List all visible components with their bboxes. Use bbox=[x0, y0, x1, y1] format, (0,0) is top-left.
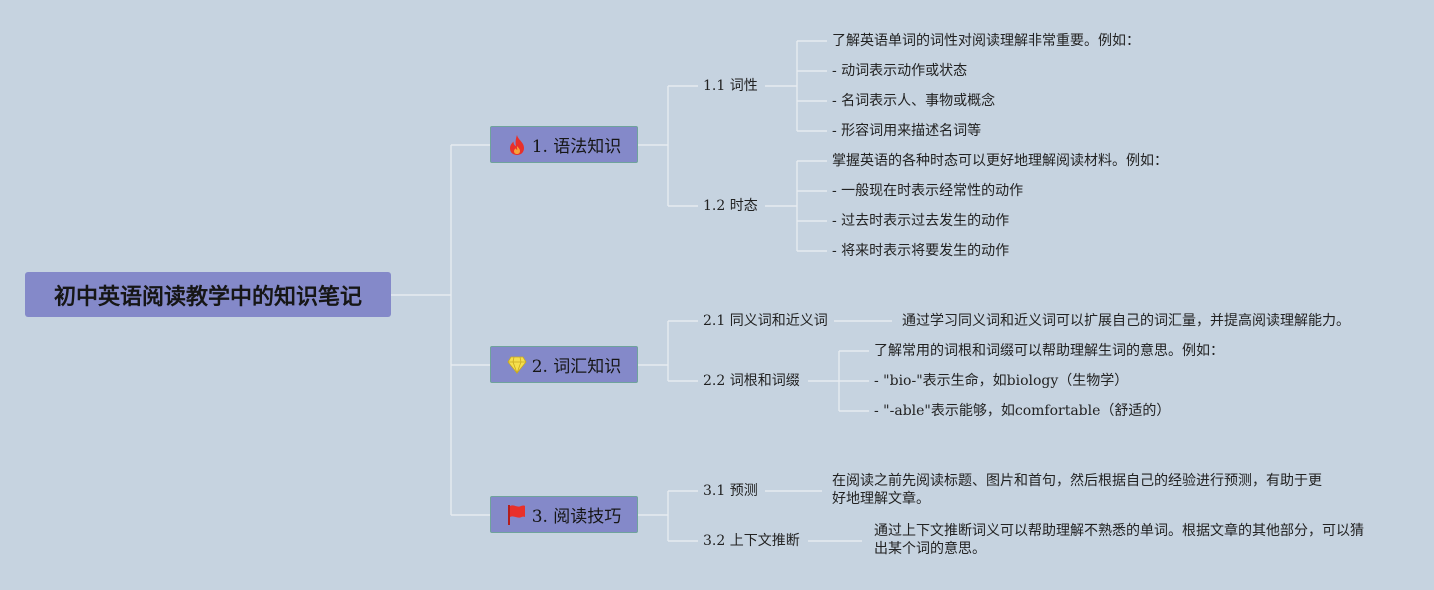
root-title: 初中英语阅读教学中的知识笔记 bbox=[53, 284, 362, 310]
branch-vocabulary[interactable]: 2. 词汇知识 bbox=[490, 346, 638, 383]
subtopic-1-2[interactable]: 1.2 时态 bbox=[703, 198, 758, 214]
leaf-1-1-2: - 动词表示动作或状态 bbox=[832, 63, 968, 79]
connector-b2-stem bbox=[638, 320, 698, 382]
connector-b2-c2 bbox=[808, 350, 869, 412]
leaf-2-1-1: 通过学习同义词和近义词可以扩展自己的词汇量，并提高阅读理解能力。 bbox=[902, 313, 1350, 329]
branch-grammar[interactable]: 1. 语法知识 bbox=[490, 126, 638, 163]
branch-reading-skills[interactable]: 3. 阅读技巧 bbox=[490, 496, 638, 533]
flag-icon bbox=[507, 504, 527, 526]
connector-b1-stem bbox=[638, 85, 698, 207]
branch-label: 2. 词汇知识 bbox=[531, 357, 622, 377]
leaf-3-2-1: 通过上下文推断词义可以帮助理解不熟悉的单词。根据文章的其他部分，可以猜出某个词的… bbox=[874, 523, 1364, 557]
leaf-1-2-1: 掌握英语的各种时态可以更好地理解阅读材料。例如： bbox=[832, 153, 1168, 169]
leaf-1-2-3: - 过去时表示过去发生的动作 bbox=[832, 213, 1010, 229]
leaf-2-2-2: - "bio-"表示生命，如biology（生物学） bbox=[874, 373, 1129, 389]
connector-b3-stem bbox=[638, 490, 698, 542]
root-node[interactable]: 初中英语阅读教学中的知识笔记 bbox=[25, 272, 391, 317]
subtopic-3-1[interactable]: 3.1 预测 bbox=[703, 483, 758, 499]
leaf-1-1-3: - 名词表示人、事物或概念 bbox=[832, 93, 996, 109]
leaf-3-1-1: 在阅读之前先阅读标题、图片和首句，然后根据自己的经验进行预测，有助于更好地理解文… bbox=[832, 473, 1322, 507]
subtopic-1-1[interactable]: 1.1 词性 bbox=[703, 78, 758, 94]
branch-label: 1. 语法知识 bbox=[531, 137, 622, 157]
leaf-1-1-4: - 形容词用来描述名词等 bbox=[832, 123, 982, 139]
leaf-1-2-2: - 一般现在时表示经常性的动作 bbox=[832, 183, 1024, 199]
subtopic-3-2[interactable]: 3.2 上下文推断 bbox=[703, 533, 800, 549]
leaf-1-2-4: - 将来时表示将要发生的动作 bbox=[832, 243, 1010, 259]
subtopic-2-2[interactable]: 2.2 词根和词缀 bbox=[703, 373, 800, 389]
branch-label: 3. 阅读技巧 bbox=[531, 507, 622, 527]
fire-icon bbox=[507, 134, 527, 156]
leaf-2-2-1: 了解常用的词根和词缀可以帮助理解生词的意思。例如： bbox=[874, 343, 1224, 359]
connector-b1-c1 bbox=[765, 40, 827, 132]
leaf-1-1-1: 了解英语单词的词性对阅读理解非常重要。例如： bbox=[832, 33, 1140, 49]
connector-b1-c2 bbox=[765, 160, 827, 252]
subtopic-2-1[interactable]: 2.1 同义词和近义词 bbox=[703, 313, 828, 329]
leaf-2-2-3: - "-able"表示能够，如comfortable（舒适的） bbox=[874, 403, 1171, 419]
diamond-icon bbox=[507, 354, 527, 376]
